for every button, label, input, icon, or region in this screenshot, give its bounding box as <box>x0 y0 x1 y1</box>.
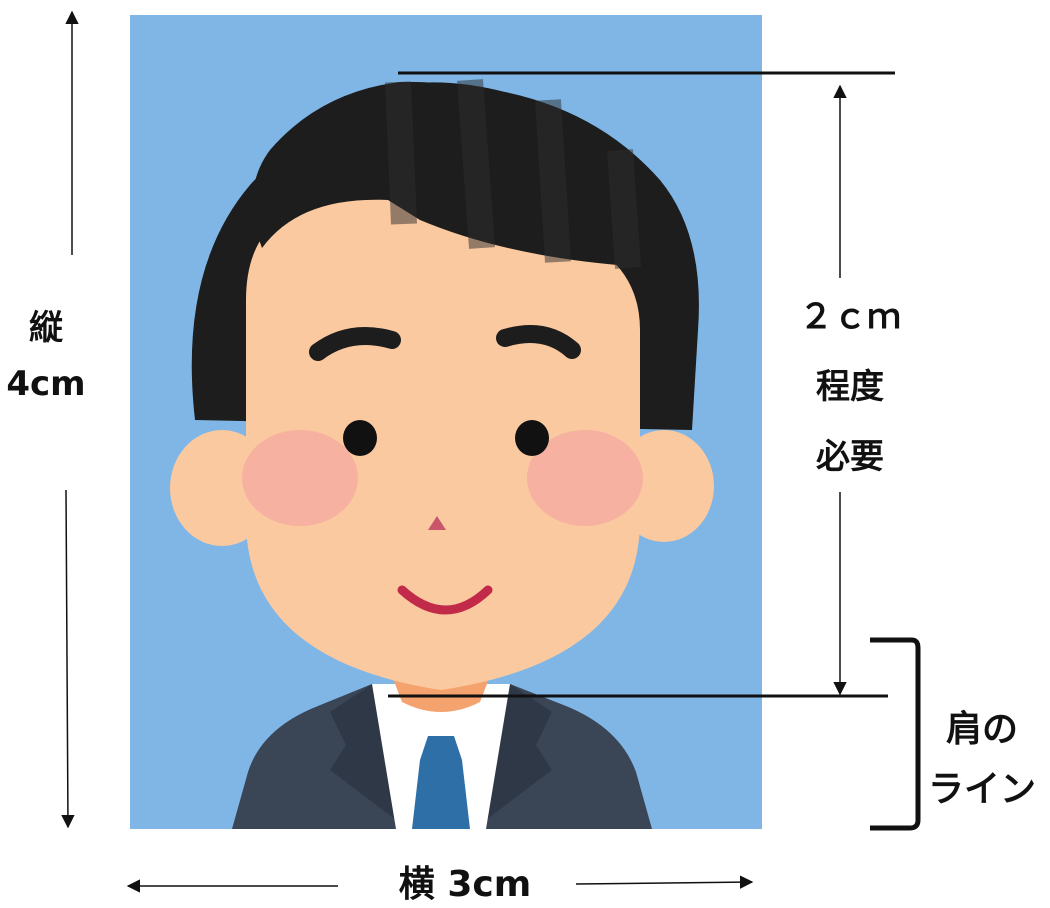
eyebrow-left <box>309 327 401 361</box>
width-label: 横 3cm <box>398 864 532 905</box>
tie <box>412 736 470 829</box>
height-label-kanji: 縦 <box>29 308 63 348</box>
bracket-icon <box>870 637 921 831</box>
eye-left <box>343 420 377 456</box>
lapel-left <box>330 684 408 829</box>
height-label-value: 4cm <box>6 364 86 404</box>
lapel-right <box>474 684 552 829</box>
person-icon <box>170 79 714 829</box>
arrow-right-icon <box>575 875 754 889</box>
arrow-down-icon <box>61 489 75 829</box>
nose <box>428 516 446 530</box>
face <box>246 198 640 690</box>
shoulder-label-line1: 肩の <box>945 709 1018 750</box>
eyebrow-right <box>496 325 581 359</box>
mouth <box>397 585 493 615</box>
cheek-right <box>527 430 643 526</box>
cheek-left <box>242 430 358 526</box>
shoulder-line-label: 肩の ライン <box>924 700 1040 820</box>
shoulder-label-line2: ライン <box>927 769 1036 810</box>
head-space-value: ２ｃｍ <box>799 297 901 337</box>
head-space-approx: 程度 <box>816 367 884 407</box>
hair-stripes <box>385 79 641 269</box>
head-space-required: 必要 <box>816 437 884 477</box>
height-label: 縦 4cm <box>0 300 92 412</box>
eye-right <box>515 420 549 456</box>
head-space-label: ２ｃｍ 程度 必要 <box>780 282 920 492</box>
